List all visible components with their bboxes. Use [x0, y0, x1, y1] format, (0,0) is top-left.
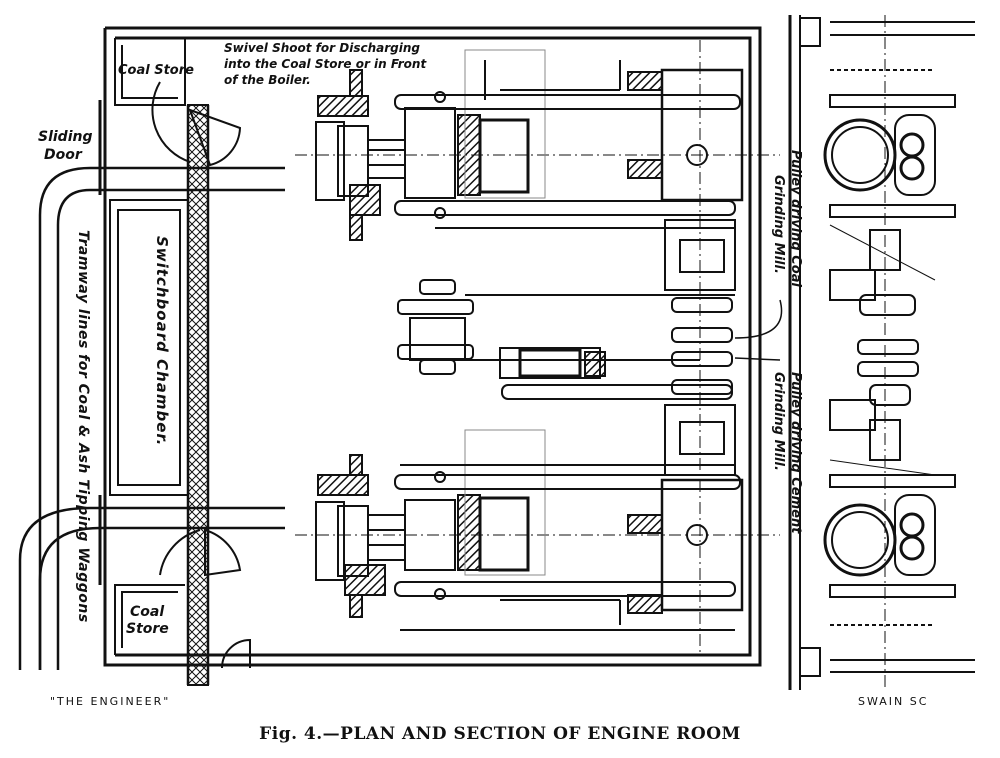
middle-auxiliary-engines — [397, 279, 735, 400]
swivel-shoot-label-line3: of the Boiler. — [224, 73, 311, 87]
tramway-label: Tramway lines for Coal & Ash Tipping Wag… — [75, 230, 91, 623]
switchboard-chamber-label: Switchboard Chamber. — [153, 236, 171, 447]
sliding-door-label-line2: Door — [44, 147, 82, 163]
coal-store-top-room — [114, 38, 186, 106]
tramway-lines — [18, 166, 285, 670]
swivel-shoot-label-line2: into the Coal Store or in Front — [224, 57, 427, 71]
swivel-shoot-label-line1: Swivel Shoot for Discharging — [224, 41, 420, 55]
section-view — [788, 15, 975, 690]
switchboard-chamber-room — [109, 199, 189, 496]
door-swing-arc — [221, 638, 251, 669]
pulley-coal-label-line1: Pulley driving Coal — [788, 150, 803, 287]
coal-store-top-label: Coal Store — [118, 63, 194, 78]
bottom-engine-set — [315, 404, 744, 631]
pulley-cement-label-line2: Grinding Mill. — [771, 372, 786, 471]
swivel-shoot-top — [151, 81, 242, 167]
swivel-shoot-bottom — [159, 528, 242, 577]
pulley-cement-label-line1: Pulley driving Cement — [788, 372, 803, 534]
publication-credit: "THE ENGINEER" — [50, 695, 171, 708]
coal-store-bottom-room — [114, 584, 185, 655]
sliding-door-label-line1: Sliding — [38, 129, 93, 145]
centre-lines — [295, 15, 886, 690]
coal-conveyor-strip — [186, 104, 210, 686]
figure-caption: Fig. 4.—PLAN AND SECTION OF ENGINE ROOM — [259, 724, 741, 744]
top-engine-set — [315, 49, 744, 291]
pulley-leader-lines — [734, 299, 783, 361]
coal-store-bottom-label-line1: Coal — [130, 604, 165, 620]
coal-store-bottom-label-line2: Store — [126, 621, 169, 637]
pulley-coal-label-line2: Grinding Mill. — [771, 175, 786, 274]
engraver-credit: SWAIN SC — [858, 695, 929, 708]
building-walls — [103, 26, 762, 667]
